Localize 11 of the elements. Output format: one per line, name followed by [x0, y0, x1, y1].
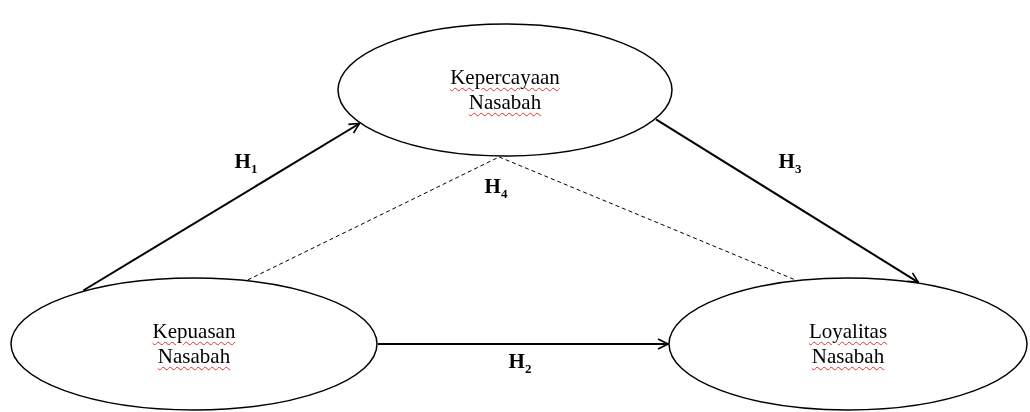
- dashed-line: [247, 156, 500, 281]
- arrow: [377, 338, 669, 350]
- node-label: Kepuasan Nasabah: [151, 318, 237, 370]
- node-label: Kepercayaan Nasabah: [449, 64, 561, 116]
- ellipse: [10, 277, 378, 411]
- arrow: [82, 122, 361, 292]
- arrow: [655, 118, 920, 284]
- ellipse: [668, 277, 1028, 411]
- ellipse: [337, 23, 673, 157]
- node-label: Loyalitas Nasabah: [807, 318, 889, 370]
- dashed-line: [498, 156, 796, 281]
